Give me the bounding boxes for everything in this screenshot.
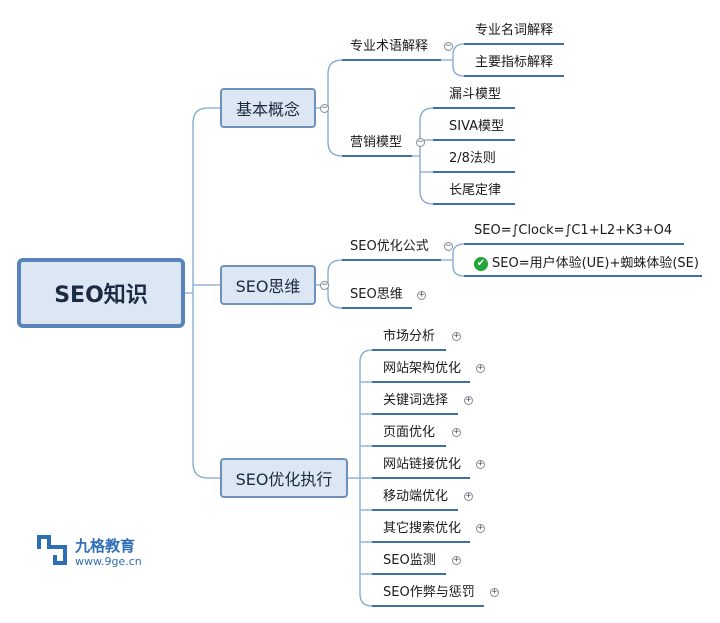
collapse-icon[interactable]: − — [320, 103, 329, 113]
node-underline — [433, 139, 515, 141]
node-underline — [433, 203, 515, 205]
connector-execution — [348, 349, 373, 607]
collapse-icon[interactable]: − — [320, 280, 329, 290]
brand-url: www.9ge.cn — [75, 555, 142, 568]
node-mobile-optimization[interactable]: 移动端优化 — [383, 489, 449, 504]
node-underline — [342, 155, 412, 157]
expand-icon[interactable]: + — [476, 523, 485, 533]
node-underline — [464, 275, 702, 277]
node-underline — [372, 477, 470, 479]
collapse-icon[interactable]: − — [416, 137, 425, 147]
node-market-analysis[interactable]: 市场分析 — [383, 329, 436, 344]
node-underline — [372, 541, 470, 543]
node-underline — [372, 445, 446, 447]
node-marketing-models[interactable]: 营销模型 — [350, 135, 403, 150]
node-underline — [372, 381, 470, 383]
connector-marketing — [412, 107, 434, 205]
branch-seo-execution[interactable]: SEO优化执行 — [220, 458, 348, 498]
expand-icon[interactable]: + — [464, 395, 473, 405]
leaf-formula-clock[interactable]: SEO=∫Clock=∫C1+L2+K3+O4 — [474, 223, 673, 238]
branch-basic-concepts[interactable]: 基本概念 — [220, 88, 316, 128]
check-icon: ✔ — [474, 257, 488, 271]
node-seo-cheating-penalty[interactable]: SEO作弊与惩罚 — [383, 585, 475, 600]
node-underline — [433, 171, 515, 173]
brand-logo-icon — [37, 535, 67, 565]
node-underline — [464, 75, 564, 77]
node-seo-monitoring[interactable]: SEO监测 — [383, 553, 436, 568]
node-keyword-selection[interactable]: 关键词选择 — [383, 393, 449, 408]
collapse-icon[interactable]: − — [444, 241, 453, 251]
leaf-funnel-model[interactable]: 漏斗模型 — [449, 87, 502, 102]
node-terms[interactable]: 专业术语解释 — [350, 39, 429, 54]
node-link-optimization[interactable]: 网站链接优化 — [383, 457, 462, 472]
expand-icon[interactable]: + — [490, 587, 499, 597]
node-other-search-optimization[interactable]: 其它搜索优化 — [383, 521, 462, 536]
node-underline — [464, 43, 564, 45]
node-underline — [372, 573, 446, 575]
node-underline — [342, 59, 441, 61]
node-site-architecture[interactable]: 网站架构优化 — [383, 361, 462, 376]
branch-seo-thinking[interactable]: SEO思维 — [220, 265, 316, 305]
node-underline — [372, 413, 458, 415]
expand-icon[interactable]: + — [452, 331, 461, 341]
leaf-long-tail-law[interactable]: 长尾定律 — [449, 183, 502, 198]
node-underline — [372, 605, 484, 607]
connector-formula — [441, 243, 465, 277]
connector-terms — [441, 43, 465, 77]
root-node[interactable]: SEO知识 — [17, 258, 185, 328]
node-seo-formula[interactable]: SEO优化公式 — [350, 239, 429, 254]
node-underline — [372, 509, 458, 511]
node-underline — [342, 259, 441, 261]
node-page-optimization[interactable]: 页面优化 — [383, 425, 436, 440]
leaf-key-metrics[interactable]: 主要指标解释 — [475, 55, 554, 70]
node-underline — [342, 307, 412, 309]
expand-icon[interactable]: + — [452, 427, 461, 437]
expand-icon[interactable]: + — [476, 459, 485, 469]
node-underline — [372, 349, 446, 351]
leaf-siva-model[interactable]: SIVA模型 — [449, 119, 505, 134]
brand-name: 九格教育 — [75, 537, 136, 555]
expand-icon[interactable]: + — [452, 555, 461, 565]
expand-icon[interactable]: + — [476, 363, 485, 373]
leaf-80-20-rule[interactable]: 2/8法则 — [449, 151, 496, 166]
leaf-term-definitions[interactable]: 专业名词解释 — [475, 23, 554, 38]
collapse-icon[interactable]: − — [444, 41, 453, 51]
expand-icon[interactable]: + — [417, 290, 426, 300]
node-seo-thinking-detail[interactable]: SEO思维 — [350, 287, 403, 302]
leaf-formula-experience[interactable]: SEO=用户体验(UE)+蜘蛛体验(SE) — [492, 256, 699, 271]
connector-root-spine — [185, 107, 220, 479]
node-underline — [464, 243, 684, 245]
node-underline — [433, 107, 515, 109]
expand-icon[interactable]: + — [464, 491, 473, 501]
